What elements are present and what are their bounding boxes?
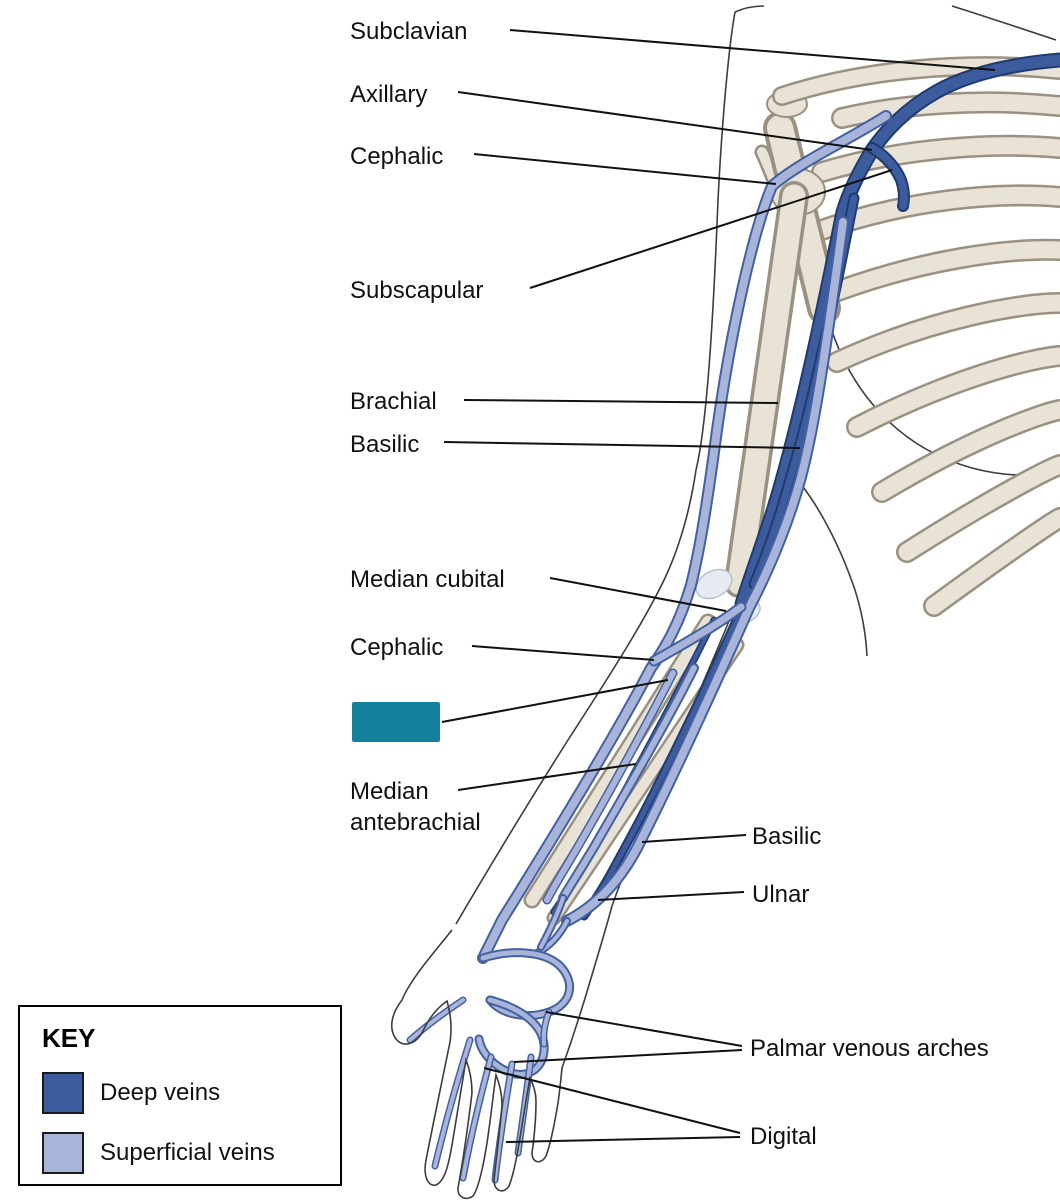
leader-cephalic-upper: [473, 153, 777, 185]
key-item-superficial-veins: Superficial veins: [42, 1132, 318, 1174]
label-subscapular: Subscapular: [350, 277, 484, 304]
leader-redacted: [441, 679, 669, 723]
key-title: KEY: [42, 1023, 96, 1053]
leader-ulnar: [597, 891, 745, 901]
label-cephalic-lower: Cephalic: [350, 634, 444, 661]
cephalic-vein: [477, 110, 892, 964]
median-antebrachial-vein: [558, 663, 699, 903]
leader-subscapular: [529, 169, 893, 289]
subscapular-vein: [866, 142, 911, 212]
deep-veins-swatch: [42, 1072, 84, 1114]
label-median-antebrachial: Median antebrachial: [350, 778, 481, 837]
label-ulnar: Ulnar: [752, 881, 810, 908]
leader-basilic-upper: [443, 441, 801, 449]
accessory-cephalic-vein: [542, 668, 678, 905]
leader-cephalic-lower: [471, 645, 655, 661]
basilic-vein: [561, 216, 849, 927]
leader-median-antebrachial: [457, 763, 637, 791]
superficial-veins-swatch: [42, 1132, 84, 1174]
redacted-label-box[interactable]: [352, 702, 440, 742]
median-cubital-vein: [648, 601, 747, 667]
label-subclavian: Subclavian: [350, 18, 468, 45]
deep-veins-label: Deep veins: [100, 1079, 221, 1106]
superficial-veins: [406, 110, 892, 1184]
label-palmar-venous-arches: Palmar venous arches: [750, 1035, 989, 1062]
label-axillary: Axillary: [350, 81, 428, 108]
leader-palmar-2: [513, 1049, 743, 1063]
hand-outline: [390, 905, 613, 1200]
leader-subclavian: [509, 29, 996, 71]
leader-axillary: [457, 91, 873, 151]
leader-lines: [441, 29, 996, 1143]
label-cephalic-upper: Cephalic: [350, 143, 444, 170]
digital-veins: [406, 996, 535, 1184]
wrist-connector-veins: [533, 894, 571, 957]
label-basilic-upper: Basilic: [350, 431, 420, 458]
label-basilic-lower: Basilic: [752, 823, 822, 850]
leader-palmar-1: [545, 1011, 743, 1047]
label-median-cubital: Median cubital: [350, 566, 505, 593]
leader-digital-1: [483, 1067, 741, 1134]
subclavian-axillary-brachial-vein: [734, 52, 1060, 612]
label-brachial: Brachial: [350, 388, 437, 415]
key-item-deep-veins: Deep veins: [42, 1072, 318, 1114]
leader-median-cubital: [549, 577, 727, 612]
label-digital: Digital: [750, 1123, 817, 1150]
leader-digital-2: [505, 1136, 741, 1143]
leader-brachial: [463, 399, 779, 404]
key-legend: KEY Deep veins Superficial veins: [18, 1005, 342, 1186]
superficial-veins-label: Superficial veins: [100, 1139, 275, 1166]
leader-basilic-lower: [641, 834, 747, 843]
